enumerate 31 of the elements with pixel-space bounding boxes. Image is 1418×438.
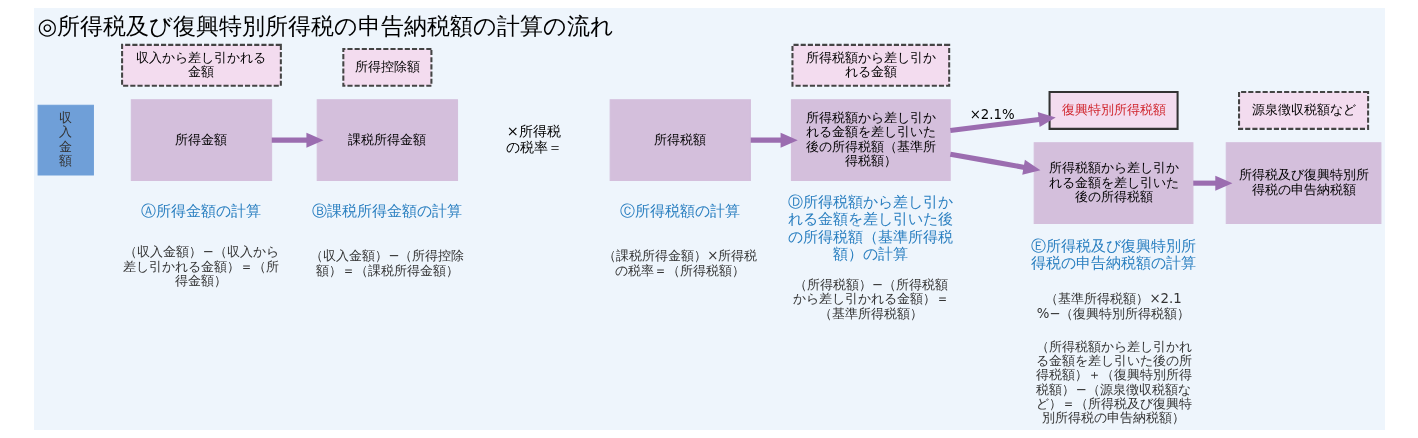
edge-label: ×2.1% <box>969 107 1015 123</box>
node-box: 所得税額 <box>609 99 751 182</box>
arrow <box>750 132 798 148</box>
arrow <box>949 112 1056 133</box>
node-box: 収入から差し引かれる金額 <box>120 43 282 87</box>
arrow <box>1192 175 1232 191</box>
node-box: 所得控除額 <box>341 47 432 87</box>
arrow <box>271 132 324 148</box>
node-label: （収入金額）−（所得控除額）＝（課税所得金額） <box>309 248 464 278</box>
node-box: 源泉徴収税額など <box>1237 90 1369 130</box>
node-label: Ⓐ所得金額の計算 <box>140 202 261 221</box>
node-box: 復興特別所得税額 <box>1048 90 1179 130</box>
node-label: （基準所得税額）×2.1%−（復興特別所得税額） <box>1036 291 1190 321</box>
node-label: Ⓔ所得税及び復興特別所得税の申告納税額の計算 <box>1030 236 1196 273</box>
node-label: Ⓓ所得税額から差し引かれる金額を差し引いた後の所得税額（基準所得税額）の計算 <box>787 192 953 263</box>
arrow <box>949 151 1040 175</box>
node-label: （所得税額から差し引かれる金額を差し引いた後の所得税額）＋（復興特別所得税額）−（源泉徴収税額など）＝（所得税及び復興特別所得税の申告納税額） <box>1035 338 1192 426</box>
node-box: 所得税及び復興特別所得税の申告納税額 <box>1225 142 1381 225</box>
node-label: （課税所得金額）×所得税の税率＝（所得税額） <box>602 248 757 278</box>
node-box: 所得税額から差し引かれる金額 <box>790 43 950 87</box>
node-box: 収入金額 <box>37 104 94 176</box>
label: ×所得税の税率＝ <box>505 123 562 155</box>
node-box: 所得税額から差し引かれる金額を差し引いた後の所得税額（基準所得税額） <box>790 99 951 182</box>
node-label: Ⓒ所得税額の計算 <box>619 202 740 221</box>
node-box: 課税所得金額 <box>316 99 458 182</box>
node-box: 所得金額 <box>130 99 272 182</box>
node-label: Ⓑ課税所得金額の計算 <box>311 202 462 221</box>
diagram-title: ◎所得税及び復興特別所得税の申告納税額の計算の流れ <box>37 13 614 40</box>
node-label: （所得税額）−（所得税額から差し引かれる金額）＝（基準所得税額） <box>792 277 949 321</box>
node-box: 所得税額から差し引かれる金額を差し引いた後の所得税額 <box>1033 142 1193 225</box>
node-label: （収入金額）−（収入から差し引かれる金額）＝（所得金額） <box>122 244 279 288</box>
